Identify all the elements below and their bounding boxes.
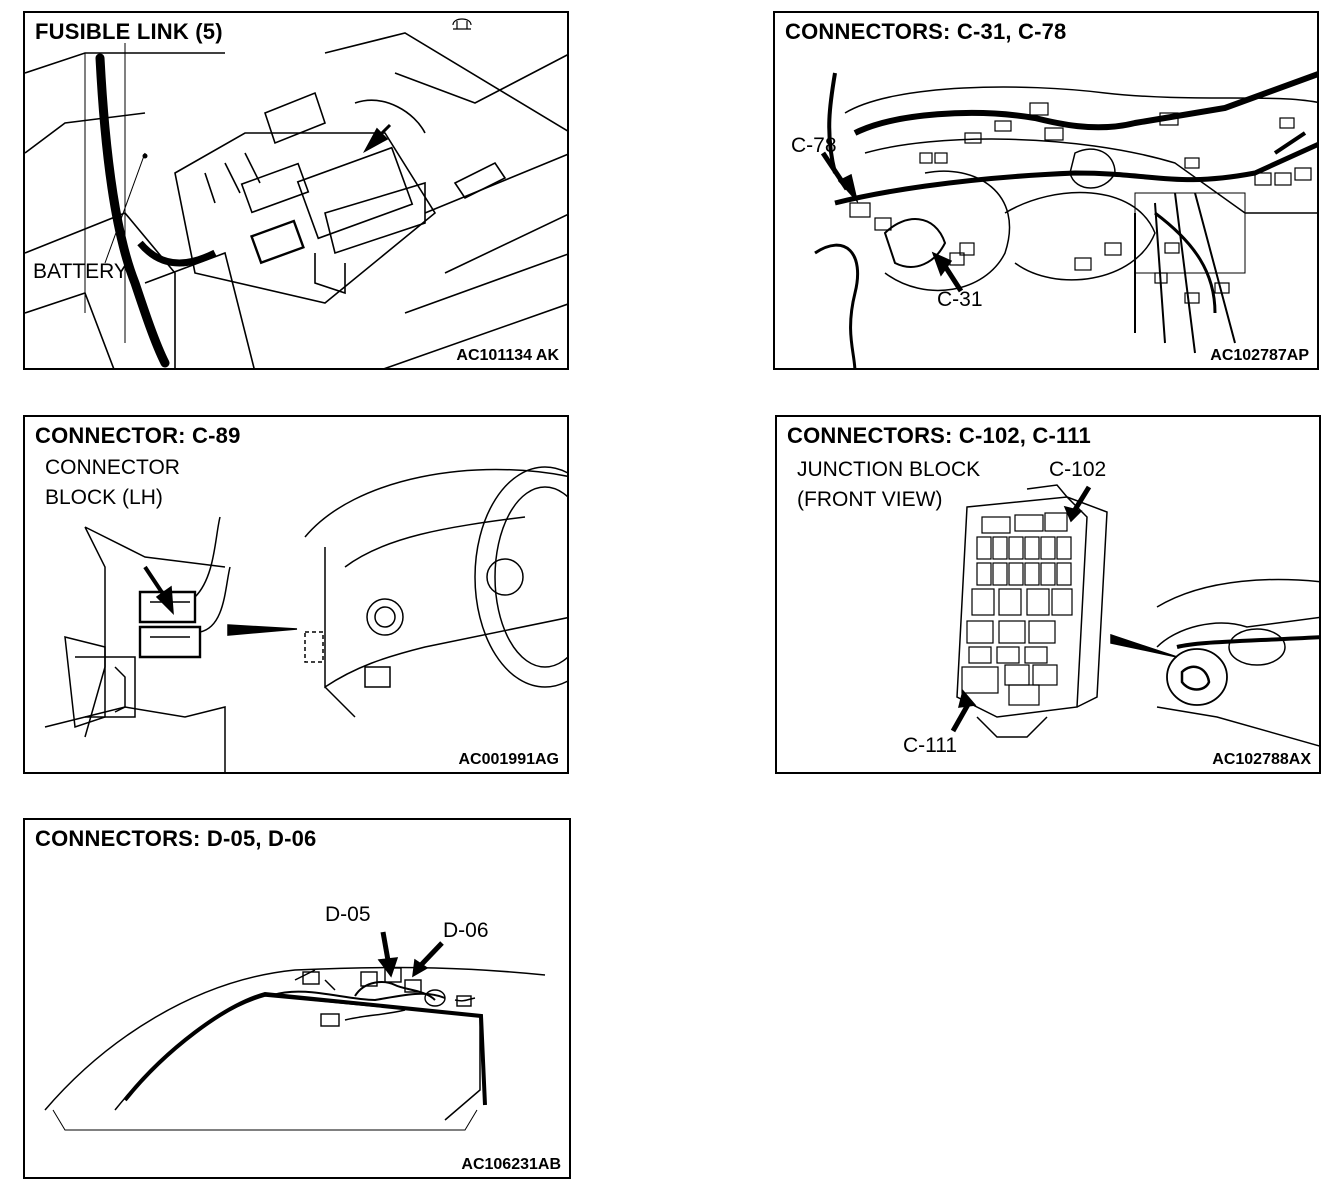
panel-connector-c89: CONNECTOR: C-89 CONNECTOR BLOCK (LH) AC0… xyxy=(23,415,569,774)
c31-label: C-31 xyxy=(937,288,983,311)
figure-code: AC101134 AK xyxy=(456,347,559,364)
connector-block-illustration xyxy=(44,466,567,772)
panel-title: CONNECTOR: C-89 xyxy=(35,423,241,448)
panel-fusible-link: FUSIBLE LINK (5) BATTERY AC101134 AK xyxy=(23,11,569,370)
figure-code: AC001991AG xyxy=(458,751,560,768)
d05-label: D-05 xyxy=(325,903,371,926)
battery-label: BATTERY xyxy=(33,260,128,283)
c78-label: C-78 xyxy=(791,134,837,157)
panel-title: FUSIBLE LINK (5) xyxy=(35,19,223,44)
dashboard-harness-illustration xyxy=(814,71,1317,368)
fusible-link-illustration xyxy=(25,18,567,368)
junction-block-label: JUNCTION BLOCK xyxy=(797,458,981,481)
figure-code: AC102788AX xyxy=(1212,751,1311,768)
c111-label: C-111 xyxy=(903,734,958,757)
c102-label: C-102 xyxy=(1049,458,1107,481)
block-lh-label: BLOCK (LH) xyxy=(45,486,163,509)
connector-label: CONNECTOR xyxy=(45,456,180,479)
panel-title: CONNECTORS: C-102, C-111 xyxy=(787,423,1091,448)
panel-title: CONNECTORS: C-31, C-78 xyxy=(785,19,1067,44)
panel-connectors-d05-d06: CONNECTORS: D-05, D-06 D-05 D-06 AC10623… xyxy=(23,818,571,1179)
figure-code: AC106231AB xyxy=(461,1156,561,1173)
panel-connectors-c31-c78: CONNECTORS: C-31, C-78 C-78 C-31 AC10278… xyxy=(773,11,1319,370)
roof-harness-illustration xyxy=(44,931,546,1131)
d06-label: D-06 xyxy=(443,919,489,942)
figure-code: AC102787AP xyxy=(1210,347,1309,364)
front-view-label: (FRONT VIEW) xyxy=(797,488,943,511)
panel-connectors-c102-c111: CONNECTORS: C-102, C-111 JUNCTION BLOCK … xyxy=(775,415,1321,774)
junction-block-illustration xyxy=(950,484,1319,747)
panel-title: CONNECTORS: D-05, D-06 xyxy=(35,826,317,851)
